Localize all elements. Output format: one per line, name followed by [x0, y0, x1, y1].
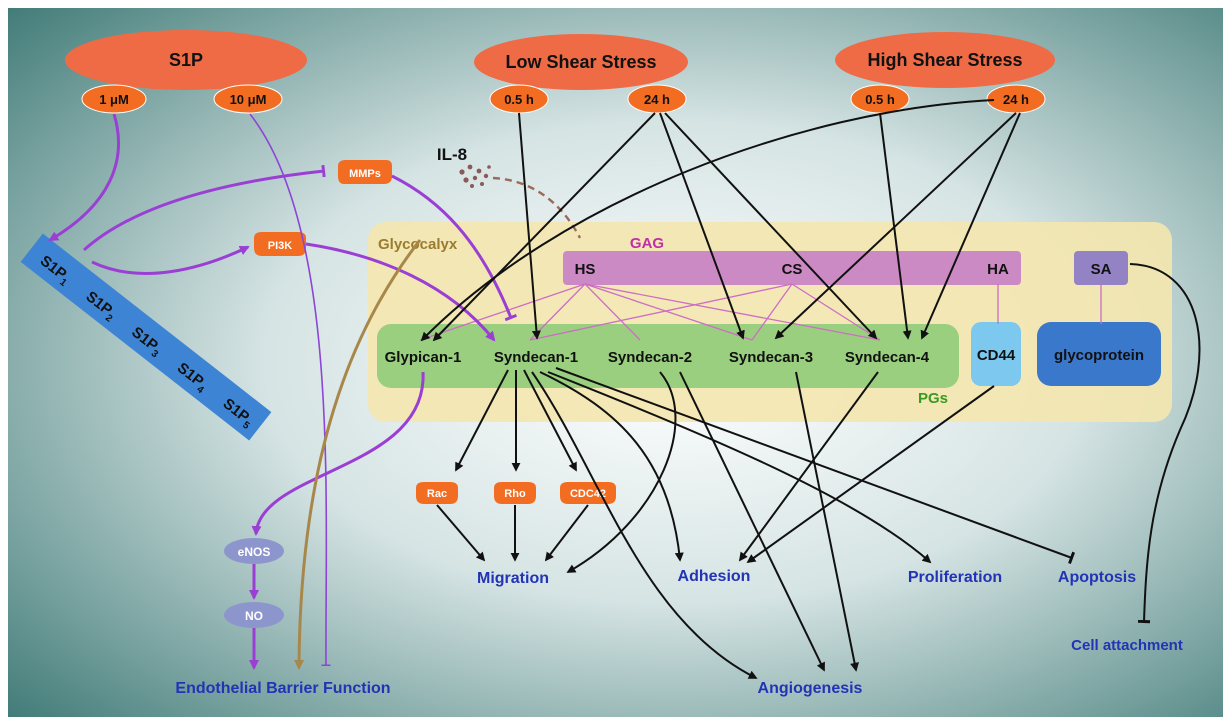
rho-label: Rho: [504, 488, 526, 500]
arrow-syndecan2-to-angiogenesis: [679, 371, 825, 672]
pgs-bar: [377, 324, 959, 388]
outcome-apoptosis: Apoptosis: [1058, 569, 1136, 586]
high-shear-24h-label: 24 h: [1003, 92, 1029, 107]
arrow-s1p1-to-pi3k: [91, 245, 250, 275]
outcome-angiogenesis: Angiogenesis: [758, 680, 863, 697]
s1p-dose-1um-label: 1 μM: [99, 92, 129, 107]
enos-node: [224, 538, 284, 564]
glycoprotein-box: [1037, 322, 1161, 386]
arrow-glycocalyx-to-barrier: [294, 239, 422, 670]
rac-node: [416, 482, 458, 504]
high-shear-title: High Shear Stress: [867, 50, 1022, 70]
high-shear-ellipse: [835, 32, 1055, 88]
no-node: [224, 602, 284, 628]
gag-label: GAG: [630, 235, 664, 252]
arrow-low24-to-glypican1: [432, 112, 656, 342]
s1p-title: S1P: [169, 50, 203, 70]
inhibit-mmps-to-syndecan1: [391, 174, 517, 322]
arrow-syndecan1-to-proliferation: [547, 371, 932, 564]
cdc42-label: CDC42: [570, 488, 606, 500]
no-label: NO: [245, 609, 263, 623]
shear-stress-arrows: [420, 99, 1021, 342]
arrow-high24-to-glypican1: [420, 99, 995, 342]
low-shear-24h: [627, 84, 687, 114]
s1p-ellipse: [65, 30, 307, 90]
arrow-low05-to-syndecan1: [518, 112, 541, 340]
rho-node: [494, 482, 536, 504]
inhibit-sa-to-cell-attachment: [1129, 263, 1201, 624]
cdc42-node: [560, 482, 616, 504]
downstream-arrows: [436, 263, 1201, 679]
hs-label: HS: [575, 261, 596, 278]
arrow-high24-to-syndecan3: [774, 112, 1017, 340]
pgs-label: PGs: [918, 390, 948, 407]
ha-label: HA: [987, 261, 1009, 278]
il8-particles: [459, 164, 491, 188]
arrow-low24-to-syndecan4: [664, 112, 878, 340]
syndecan3-label: Syndecan-3: [729, 349, 813, 366]
arrow-cd44-to-adhesion: [746, 385, 995, 564]
arrow-syndecan1-to-rac: [455, 369, 509, 472]
enos-label: eNOS: [238, 545, 271, 559]
arrow-syndecan4-to-adhesion: [738, 371, 879, 562]
low-shear-24h-label: 24 h: [644, 92, 670, 107]
outcome-adhesion: Adhesion: [678, 568, 751, 585]
inhibit-s1p1-to-mmps: [83, 164, 326, 252]
il8-label: IL-8: [437, 145, 467, 164]
pi3k-label: PI3K: [268, 240, 293, 252]
arrow-high24-to-syndecan4: [920, 112, 1021, 340]
syndecan2-label: Syndecan-2: [608, 349, 692, 366]
arrow-low24-to-syndecan3: [659, 112, 745, 340]
arrow-high05-to-syndecan4: [879, 112, 912, 340]
outcome-barrier-function: Endothelial Barrier Function: [175, 680, 390, 697]
glypican1-label: Glypican-1: [385, 349, 462, 366]
arrow-pi3k-to-syndecan1: [305, 242, 496, 342]
outcome-cell-attachment: Cell attachment: [1071, 637, 1183, 654]
low-shear-title: Low Shear Stress: [505, 52, 656, 72]
mmps-label: MMPs: [349, 168, 381, 180]
inhibit-10um-to-barrier: [249, 113, 331, 667]
low-shear-05h-label: 0.5 h: [504, 92, 534, 107]
s1p-dose-10um-label: 10 μM: [230, 92, 267, 107]
sa-label: SA: [1091, 261, 1112, 278]
rac-label: Rac: [427, 488, 447, 500]
syndecan4-label: Syndecan-4: [845, 349, 930, 366]
arrow-syndecan1-to-adhesion: [539, 371, 684, 562]
pi3k-node: [254, 232, 306, 256]
arrow-syndecan1-to-cdc42: [523, 369, 577, 472]
arrow-cdc42-to-migration: [544, 504, 589, 562]
arrow-syndecan1-to-angiogenesis: [531, 371, 758, 679]
cd44-label: CD44: [977, 347, 1016, 364]
s1p-pathway-arrows: [48, 113, 517, 670]
low-shear-ellipse: [474, 34, 688, 90]
arrow-syndecan3-to-angiogenesis: [795, 371, 859, 672]
cs-label: CS: [782, 261, 803, 278]
arrow-rac-to-migration: [436, 504, 486, 562]
cd44-box: [971, 322, 1021, 386]
outcome-proliferation: Proliferation: [908, 569, 1002, 586]
s1p-dose-1um: [81, 84, 147, 114]
arrow-glypican1-to-enos: [251, 371, 425, 536]
outcome-migration: Migration: [477, 570, 549, 587]
syndecan1-label: Syndecan-1: [494, 349, 578, 366]
s1p-dose-10um: [213, 84, 283, 114]
mmps-node: [338, 160, 392, 184]
sa-box: [1074, 251, 1128, 285]
glycoprotein-label: glycoprotein: [1054, 347, 1144, 364]
high-shear-05h-label: 0.5 h: [865, 92, 895, 107]
arrow-syndecan2-to-migration: [566, 371, 677, 573]
gag-bar: [563, 251, 1021, 285]
arrow-1um-to-s1p1: [48, 113, 120, 242]
s1p-receptor-bar: S1P1 S1P2 S1P3 S1P4 S1P5: [20, 233, 272, 441]
